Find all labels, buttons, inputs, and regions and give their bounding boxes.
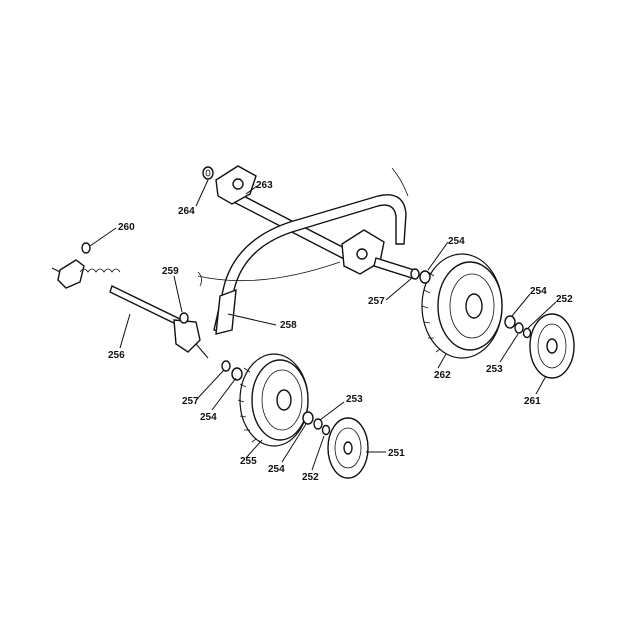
leader-lines <box>89 179 557 471</box>
label-254-left: 254 <box>200 412 217 423</box>
bushing-254-left-outer <box>302 411 314 425</box>
nut-264 <box>202 166 214 180</box>
left-wheel-255 <box>237 353 309 447</box>
washer-253-right <box>514 322 524 334</box>
label-256: 256 <box>108 350 125 361</box>
nut-252-right <box>522 327 532 339</box>
washer-257-right <box>410 268 420 280</box>
label-264: 264 <box>178 206 195 217</box>
lever-anchor <box>57 259 85 289</box>
lever-rod <box>109 285 183 327</box>
axle-stub-right <box>373 257 415 279</box>
nut-252-left <box>321 424 331 436</box>
bracket-258 <box>215 288 237 335</box>
bushing-254-right <box>419 270 431 284</box>
deck-clip <box>197 271 202 287</box>
label-262: 262 <box>434 370 451 381</box>
label-254-right-outer: 254 <box>530 286 547 297</box>
pivot-hole-left <box>232 178 244 190</box>
deck-outline-right <box>391 167 409 197</box>
axle-frame-258-263 <box>197 165 415 335</box>
label-257-right: 257 <box>368 296 385 307</box>
washer-253-left <box>313 418 323 430</box>
label-263: 263 <box>256 180 273 191</box>
label-259: 259 <box>162 266 179 277</box>
bushing-254-right-outer <box>504 315 516 329</box>
hubcap-261 <box>529 313 575 379</box>
label-254-left-outer: 254 <box>268 464 285 475</box>
spring <box>79 268 121 273</box>
deck-outline <box>197 261 341 282</box>
hubcap-251 <box>327 417 369 479</box>
label-255: 255 <box>240 456 257 467</box>
label-253-right: 253 <box>486 364 503 375</box>
nut-259 <box>179 312 189 324</box>
right-wheel-262 <box>421 253 503 359</box>
pivot-hole-right <box>356 248 368 260</box>
spring-lever-256 <box>51 259 209 359</box>
lever-head <box>173 319 201 353</box>
bushing-254-left <box>231 367 243 381</box>
callout-labels: 263 264 260 259 258 256 257 254 255 254 … <box>108 180 573 483</box>
label-252-left: 252 <box>302 472 319 483</box>
washer-257-left <box>221 360 231 372</box>
clip-260 <box>81 242 91 254</box>
tube-258 <box>213 194 407 333</box>
label-254-right: 254 <box>448 236 465 247</box>
label-253-left: 253 <box>346 394 363 405</box>
label-251: 251 <box>388 448 405 459</box>
label-258: 258 <box>280 320 297 331</box>
label-257-left: 257 <box>182 396 199 407</box>
label-260: 260 <box>118 222 135 233</box>
label-252-right: 252 <box>556 294 573 305</box>
label-261: 261 <box>524 396 541 407</box>
